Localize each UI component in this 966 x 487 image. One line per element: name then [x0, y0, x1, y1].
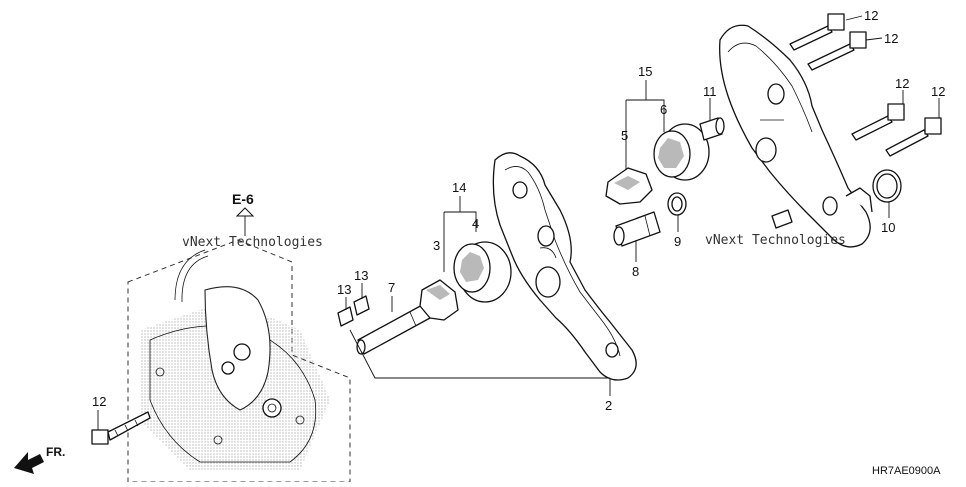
watermark-left: vNext Technologies	[182, 235, 323, 250]
callout-11: 11	[703, 84, 717, 99]
callout-12-right-2: 12	[931, 84, 945, 99]
crankcase-cover	[127, 239, 351, 483]
callout-9: 9	[674, 234, 681, 249]
callout-12-top-2: 12	[884, 31, 898, 46]
callout-12-top-1: 12	[864, 8, 878, 23]
callout-15: 15	[638, 64, 652, 79]
front-direction-arrow: FR.	[14, 445, 65, 474]
leader-lines	[97, 15, 940, 430]
callout-5: 5	[621, 128, 628, 143]
callout-2: 2	[605, 398, 612, 413]
callout-13-right: 13	[354, 268, 368, 283]
collar	[699, 117, 725, 141]
pump-cover	[719, 24, 873, 248]
o-ring-large	[872, 169, 902, 203]
callout-4: 4	[472, 216, 479, 231]
callout-6: 6	[660, 102, 667, 117]
bolt-right-2	[885, 117, 942, 157]
direction-label: FR.	[46, 445, 65, 459]
outer-rotor	[453, 241, 512, 303]
bolt-top-2	[807, 31, 867, 71]
callout-7: 7	[388, 280, 395, 295]
callout-8: 8	[632, 264, 639, 279]
callouts: 12 13 13 7 3 4 14 2 15 5 6 8 9 11 10 12 …	[92, 8, 945, 413]
watermark-right: vNext Technologies	[705, 233, 846, 248]
callout-12-lower-left: 12	[92, 394, 106, 409]
callout-14: 14	[452, 180, 466, 195]
bolt-lower-left	[91, 411, 151, 445]
upper-inner-rotor	[605, 167, 653, 205]
callout-10: 10	[881, 220, 895, 235]
watermark-text-right: vNext Technologies	[705, 233, 846, 248]
callout-12-right-1: 12	[895, 76, 909, 91]
callout-3: 3	[433, 238, 440, 253]
upper-outer-rotor	[653, 123, 710, 181]
valve-spool	[613, 211, 661, 247]
o-ring-small	[667, 192, 687, 216]
callout-13-left: 13	[337, 282, 351, 297]
cover-dowel	[771, 209, 793, 229]
dowel-pins	[337, 295, 370, 327]
bolt-top-1	[789, 13, 845, 51]
pump-shaft	[356, 303, 431, 355]
section-reference: E-6	[232, 191, 255, 236]
pump-body	[492, 152, 637, 381]
section-ref-label: E-6	[232, 191, 254, 207]
diagram-code: HR7AE0900A	[872, 465, 941, 477]
bolt-right-1	[851, 103, 905, 141]
watermark-text-left: vNext Technologies	[182, 235, 323, 250]
inner-rotor	[419, 279, 459, 321]
